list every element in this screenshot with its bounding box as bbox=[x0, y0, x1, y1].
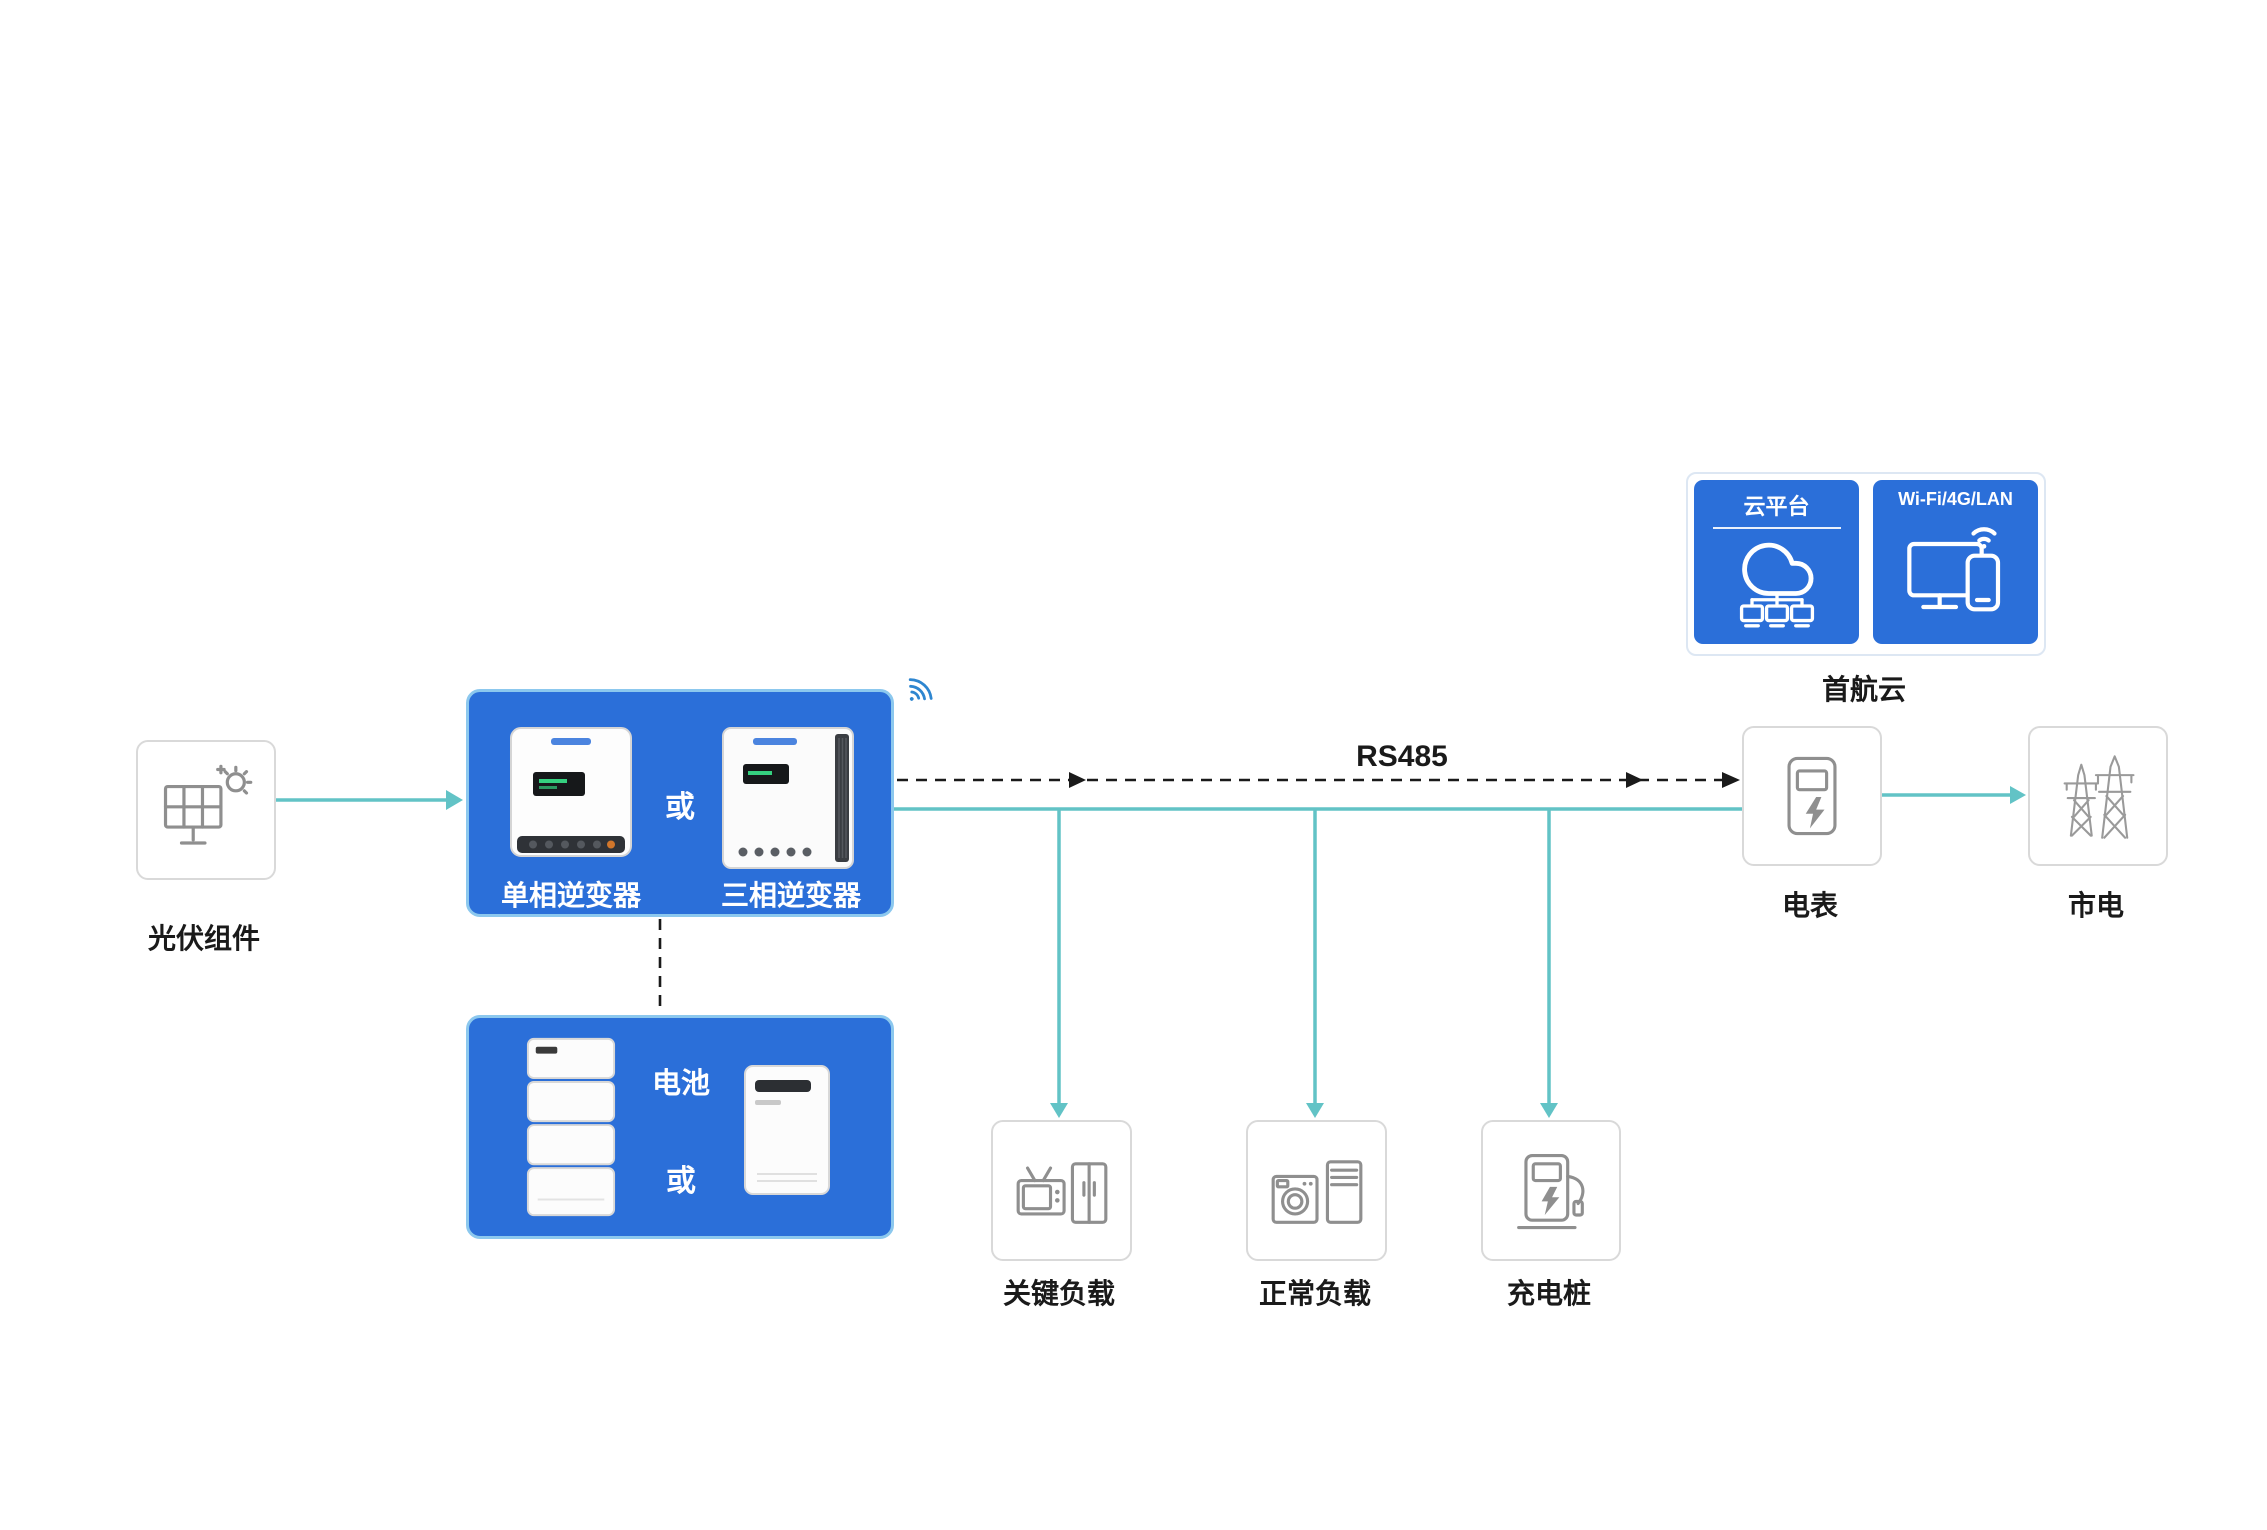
inverter-or-label: 或 bbox=[665, 791, 695, 824]
washer-appliance-icon bbox=[1271, 1159, 1362, 1224]
cloud-group-frame: 云平台 Wi-Fi/4G/LAN bbox=[1686, 472, 2046, 656]
single-phase-inverter-label: 单相逆变器 bbox=[500, 880, 642, 911]
wifi-signal-icon bbox=[908, 678, 933, 701]
battery-label: 电池 bbox=[651, 1068, 711, 1100]
single-phase-inverter-image bbox=[510, 727, 632, 857]
cloud-platform-label: 云平台 bbox=[1743, 494, 1810, 519]
pv-module-node bbox=[136, 740, 276, 880]
rs485-label: RS485 bbox=[1356, 740, 1448, 773]
stacked-battery-image bbox=[526, 1037, 616, 1217]
critical-load-label: 关键负载 bbox=[1002, 1278, 1116, 1309]
three-phase-inverter-label: 三相逆变器 bbox=[720, 880, 862, 911]
ev-charger-icon bbox=[1517, 1153, 1585, 1229]
meter-node bbox=[1742, 726, 1882, 866]
charger-node bbox=[1481, 1120, 1621, 1261]
grid-node bbox=[2028, 726, 2168, 866]
wifi-4g-lan-label: Wi-Fi/4G/LAN bbox=[1898, 489, 2013, 509]
battery-group-box: 电池 或 bbox=[466, 1015, 894, 1239]
monitor-phone-wifi-icon bbox=[1906, 527, 2000, 612]
cloud-caption: 首航云 bbox=[1821, 674, 1907, 705]
cloud-network-icon bbox=[1739, 542, 1814, 628]
grid-label: 市电 bbox=[2067, 890, 2125, 921]
cloud-platform-underline bbox=[1712, 527, 1841, 529]
meter-label: 电表 bbox=[1781, 890, 1839, 921]
cloud-platform-tile: 云平台 bbox=[1694, 480, 1859, 644]
solar-panel-icon bbox=[163, 764, 253, 845]
battery-or-label: 或 bbox=[666, 1165, 696, 1198]
inverter-group-box: 单相逆变器 或 三相逆变器 bbox=[466, 689, 894, 917]
normal-load-label: 正常负载 bbox=[1258, 1278, 1372, 1309]
pv-module-label: 光伏组件 bbox=[147, 923, 261, 954]
power-grid-icon bbox=[2063, 755, 2135, 839]
tv-fridge-icon bbox=[1016, 1161, 1107, 1224]
wifi-4g-lan-tile: Wi-Fi/4G/LAN bbox=[1873, 480, 2038, 644]
three-phase-inverter-image bbox=[722, 727, 854, 869]
electric-meter-icon bbox=[1787, 756, 1837, 836]
charger-label: 充电桩 bbox=[1506, 1278, 1592, 1309]
critical-load-node bbox=[991, 1120, 1132, 1261]
normal-load-node bbox=[1246, 1120, 1387, 1261]
wall-battery-image bbox=[744, 1065, 830, 1195]
